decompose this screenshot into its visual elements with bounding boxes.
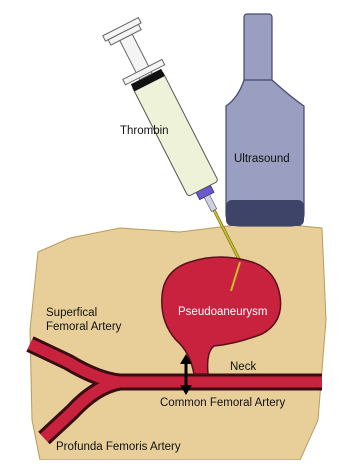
label-pseudoaneurysm: Pseudoaneurysm	[178, 306, 268, 318]
label-profunda-femoris: Profunda Femoris Artery	[56, 441, 181, 453]
label-neck: Neck	[230, 361, 256, 373]
ultrasound-probe	[226, 14, 304, 226]
label-superficial-2: Femoral Artery	[46, 321, 122, 333]
label-thrombin: Thrombin	[120, 125, 169, 137]
label-common-femoral: Common Femoral Artery	[160, 397, 286, 409]
label-superficial-1: Superfical	[46, 307, 97, 319]
label-ultrasound: Ultrasound	[234, 153, 290, 165]
